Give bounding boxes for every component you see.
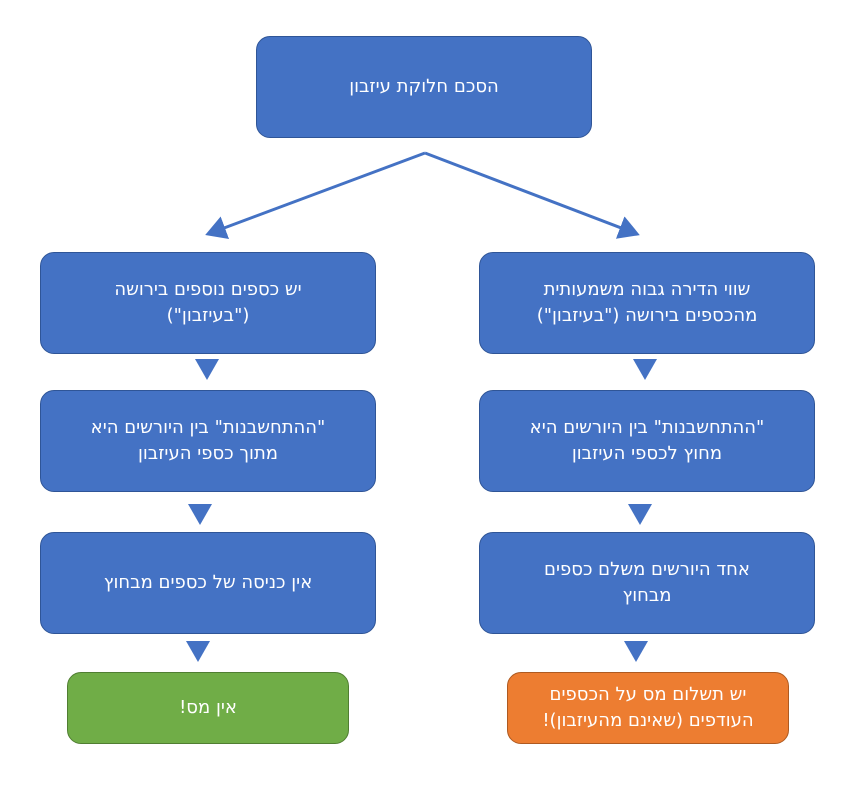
connector-root-to-right bbox=[424, 151, 640, 239]
root-node-estate-agreement: הסכם חלוקת עיזבון bbox=[256, 36, 592, 138]
left-node-extra-estate-money: יש כספים נוספים בירושה ("בעיזבון") bbox=[40, 252, 376, 354]
right-node-heir-pays-outside: אחד היורשים משלם כספים מבחוץ bbox=[479, 532, 815, 634]
left-node-no-outside-money: אין כניסה של כספים מבחוץ bbox=[40, 532, 376, 634]
connector-root-to-left bbox=[205, 151, 426, 239]
right-node-apartment-value-high: שווי הדירה גבוה משמעותית מהכספים בירושה … bbox=[479, 252, 815, 354]
right-outcome-tax-payment: יש תשלום מס על הכספים העודפים (שאינם מהע… bbox=[507, 672, 789, 744]
left-node-settlement-from-estate: "ההתחשבנות" בין היורשים היא מתוך כספי הע… bbox=[40, 390, 376, 492]
left-outcome-no-tax: אין מס! bbox=[67, 672, 349, 744]
right-node-settlement-outside-estate: "ההתחשבנות" בין היורשים היא מחוץ לכספי ה… bbox=[479, 390, 815, 492]
